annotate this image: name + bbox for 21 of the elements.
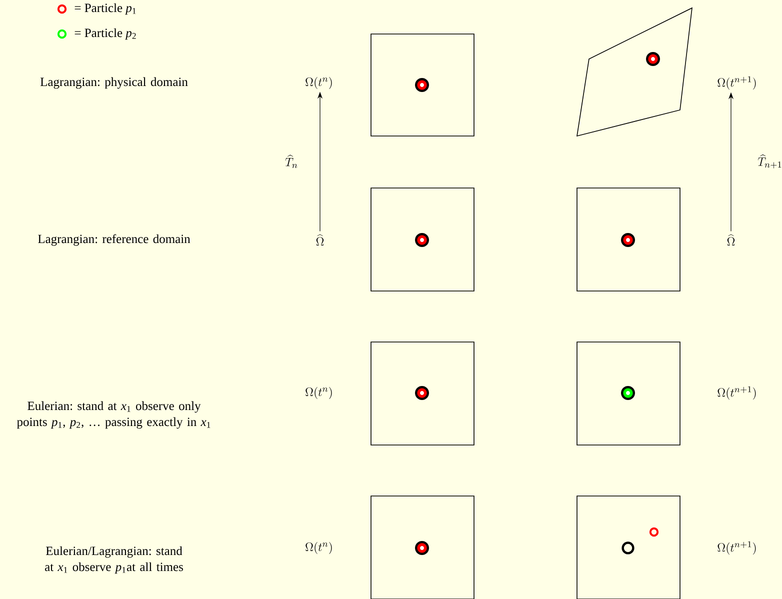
legend-text: = Particle p$_{2}$ [74,28,136,40]
domain-square [576,188,680,292]
row-label: Lagrangian: physical domain [40,77,188,89]
edge-label: $\widehat{T}_{n+1}$ [758,154,782,168]
domain-label: $\Omega(t^n)$ [306,386,332,399]
domain-label: $\Omega(t^{n+1})$ [718,76,756,90]
edge-label: $\widehat{T}_n$ [285,154,298,168]
domain-label: $\Omega(t^{n+1})$ [718,386,756,400]
domain-label: $\Omega(t^n)$ [306,76,332,89]
domain-square [370,342,474,446]
row-label: Lagrangian: reference domain [38,234,190,246]
domain-label: $\Omega(t^{n+1})$ [718,541,756,555]
row-label: Eulerian/Lagrangian: stand at x$_{1}$ observe p$_{1}$at all times [45,546,183,574]
domain-square [576,342,680,446]
domain-square [370,34,474,136]
domain-label: $\Omega(t^n)$ [306,542,332,554]
domain-label: $\widehat{\Omega}$ [316,234,324,246]
domain-label: $\widehat{\Omega}$ [727,234,735,246]
domain-square [370,188,474,292]
row-label: Eulerian: stand at x$_{1}$ observe only points p$_{1}$, p$_{2}$, … passing exactly in x$_{1}$ [16,401,210,429]
legend-text: = Particle p$_{1}$ [74,3,136,15]
